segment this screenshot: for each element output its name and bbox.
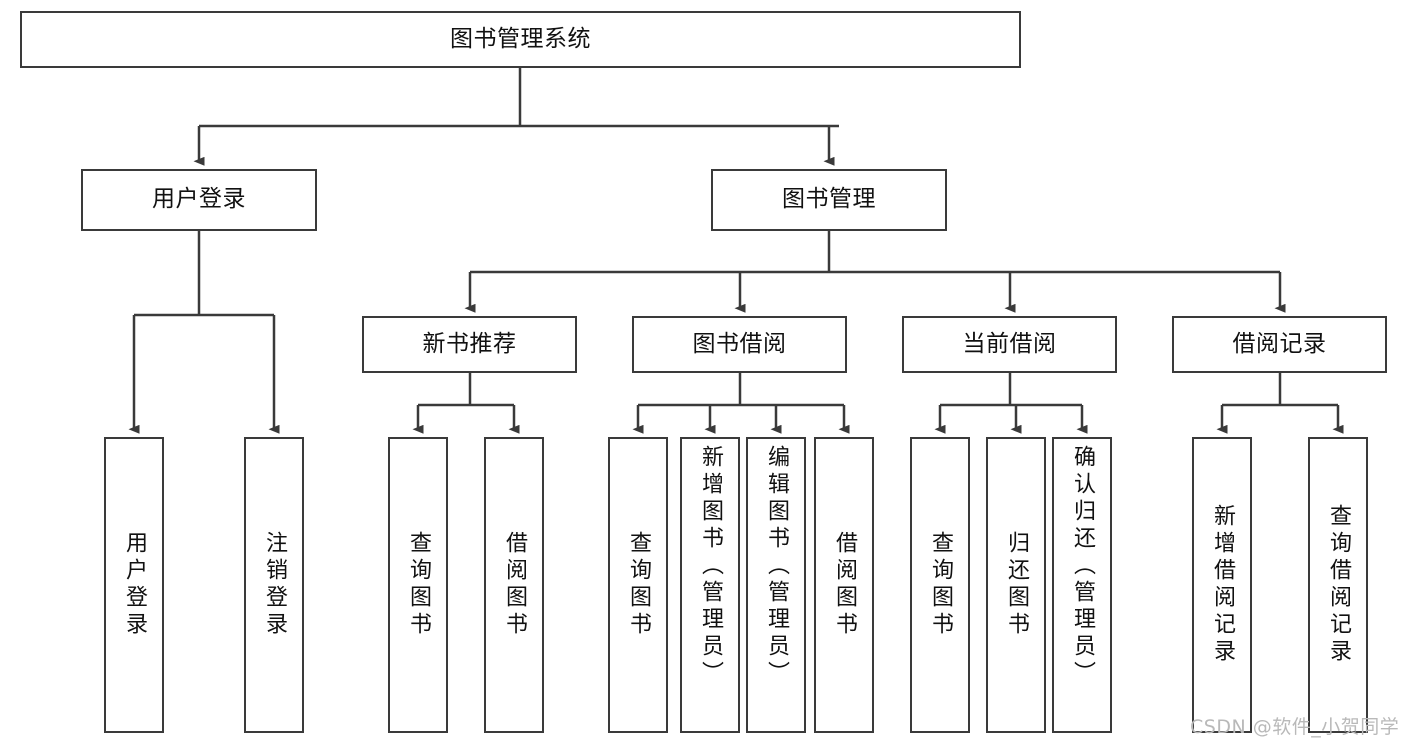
node-leaf-add-record[interactable]: 新增借阅记录: [1192, 437, 1252, 733]
node-leaf-return-book[interactable]: 归还图书: [986, 437, 1046, 733]
node-leaf-query-book-3-label: 查询图书: [928, 531, 953, 639]
node-root[interactable]: 图书管理系统: [20, 11, 1021, 68]
node-leaf-confirm-return-label: 确认归还（管理员）: [1070, 445, 1095, 688]
node-leaf-edit-book[interactable]: 编辑图书（管理员）: [746, 437, 806, 733]
node-leaf-add-book-label: 新增图书（管理员）: [698, 445, 723, 688]
node-leaf-query-record[interactable]: 查询借阅记录: [1308, 437, 1368, 733]
node-current-borrow-label: 当前借阅: [962, 330, 1057, 357]
csdn-watermark: CSDN @软件_小贺同学: [1190, 716, 1400, 738]
node-leaf-user-login-label: 用户登录: [122, 531, 147, 639]
node-leaf-return-book-label: 归还图书: [1004, 531, 1029, 639]
node-user-login-label: 用户登录: [152, 186, 246, 213]
node-new-book-recommend-label: 新书推荐: [422, 330, 517, 357]
node-leaf-query-book-3[interactable]: 查询图书: [910, 437, 970, 733]
node-leaf-borrow-book-1-label: 借阅图书: [502, 531, 527, 639]
node-leaf-user-login[interactable]: 用户登录: [104, 437, 164, 733]
node-leaf-logout[interactable]: 注销登录: [244, 437, 304, 733]
node-current-borrow[interactable]: 当前借阅: [902, 316, 1117, 373]
node-leaf-confirm-return[interactable]: 确认归还（管理员）: [1052, 437, 1112, 733]
node-leaf-query-book-1[interactable]: 查询图书: [388, 437, 448, 733]
node-book-borrow[interactable]: 图书借阅: [632, 316, 847, 373]
node-leaf-query-book-2[interactable]: 查询图书: [608, 437, 668, 733]
node-leaf-add-record-label: 新增借阅记录: [1210, 504, 1235, 666]
node-leaf-edit-book-label: 编辑图书（管理员）: [764, 445, 789, 688]
node-leaf-query-book-1-label: 查询图书: [406, 531, 431, 639]
node-leaf-logout-label: 注销登录: [262, 531, 287, 639]
node-book-borrow-label: 图书借阅: [692, 330, 787, 357]
node-leaf-borrow-book-1[interactable]: 借阅图书: [484, 437, 544, 733]
node-borrow-record[interactable]: 借阅记录: [1172, 316, 1387, 373]
node-leaf-borrow-book-2-label: 借阅图书: [832, 531, 857, 639]
node-borrow-record-label: 借阅记录: [1232, 330, 1327, 357]
node-leaf-add-book[interactable]: 新增图书（管理员）: [680, 437, 740, 733]
node-new-book-recommend[interactable]: 新书推荐: [362, 316, 577, 373]
node-root-label: 图书管理系统: [450, 25, 591, 52]
node-leaf-query-record-label: 查询借阅记录: [1326, 504, 1351, 666]
node-leaf-query-book-2-label: 查询图书: [626, 531, 651, 639]
node-book-management-label: 图书管理: [782, 186, 876, 213]
node-book-management[interactable]: 图书管理: [711, 169, 947, 231]
node-user-login[interactable]: 用户登录: [81, 169, 317, 231]
node-leaf-borrow-book-2[interactable]: 借阅图书: [814, 437, 874, 733]
